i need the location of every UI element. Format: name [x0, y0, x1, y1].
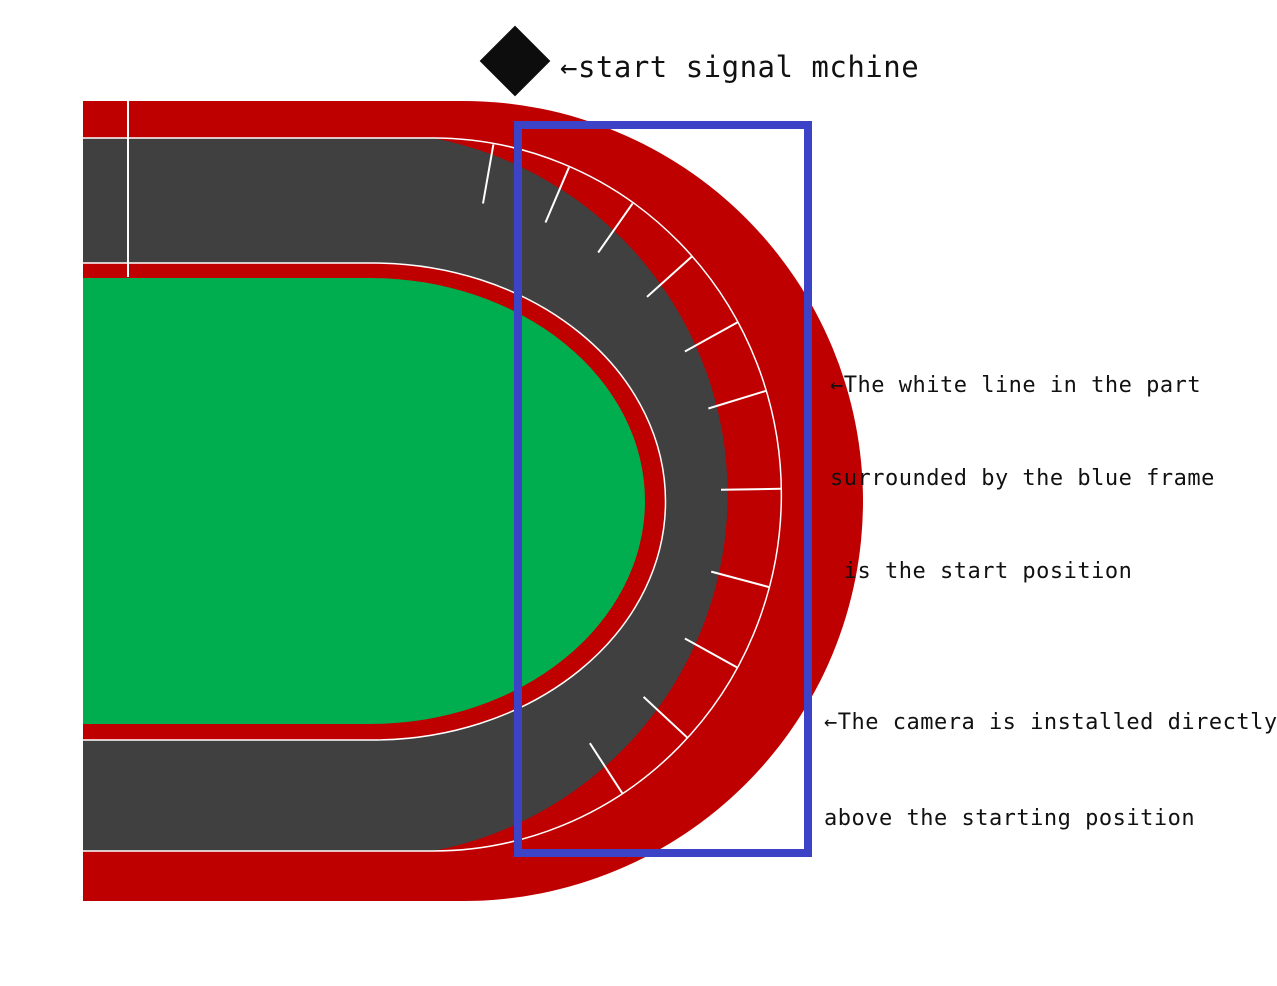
start-position-line [684, 637, 738, 669]
signal-machine-label: ←start signal mchine [560, 50, 920, 84]
infield [83, 278, 645, 724]
camera-note-line-2: above the starting position [824, 806, 1196, 831]
outer-lane-edge-line [83, 137, 783, 852]
start-area-frame [514, 121, 812, 857]
start-position-lines [482, 144, 781, 795]
start-position-line [684, 321, 738, 353]
start-position-line [642, 696, 689, 739]
start-position-note: ←The white line in the part surrounded b… [830, 308, 1215, 649]
start-position-line [597, 202, 634, 254]
start-position-line [708, 389, 767, 410]
diamond-icon [479, 25, 551, 97]
camera-note-line-1: ←The camera is installed directly [824, 710, 1277, 735]
start-position-line [544, 166, 570, 223]
start-position-note-line-2: surrounded by the blue frame [830, 466, 1215, 491]
camera-note: ←The camera is installed directly above … [824, 643, 1277, 899]
inner-lane-edge-line [83, 262, 667, 741]
start-position-line [482, 144, 495, 204]
start-position-note-line-1: ←The white line in the part [830, 373, 1202, 398]
start-position-line [710, 570, 770, 589]
start-position-line [589, 742, 624, 795]
start-position-line [646, 256, 693, 298]
start-position-note-line-3: is the start position [830, 559, 1133, 584]
start-position-line [720, 487, 781, 491]
